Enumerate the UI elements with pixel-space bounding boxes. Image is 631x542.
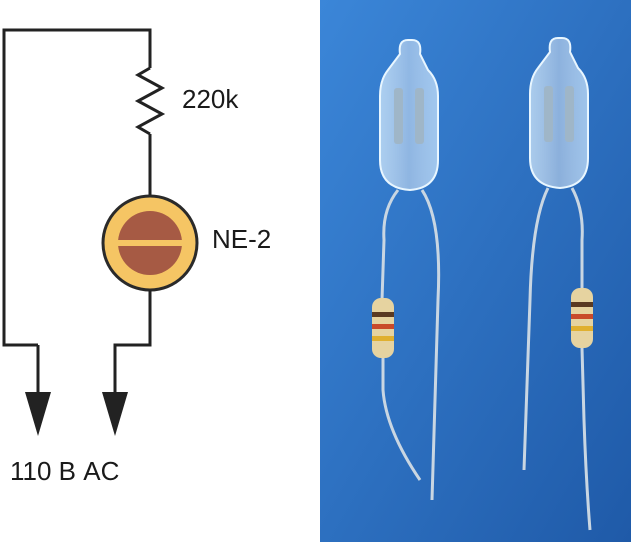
series-resistor-2 (571, 288, 593, 348)
circuit-schematic (2, 28, 199, 436)
series-resistor-1 (372, 298, 394, 358)
resistor-value-label: 220k (182, 84, 239, 114)
wire-lamp-terminal (113, 290, 152, 400)
wire-outer-loop (2, 28, 152, 347)
resistor-220k (134, 66, 166, 136)
supply-voltage-label: 110 В AC (10, 456, 120, 486)
left-terminal-arrow (25, 392, 51, 436)
neon-lamp-1 (372, 39, 441, 501)
right-terminal-arrow (102, 392, 128, 436)
neon-lamp-2 (522, 37, 593, 531)
neon-lamp-symbol (101, 194, 199, 292)
neon-lamps-photo (320, 0, 631, 542)
lamp-type-label: NE-2 (212, 224, 272, 254)
